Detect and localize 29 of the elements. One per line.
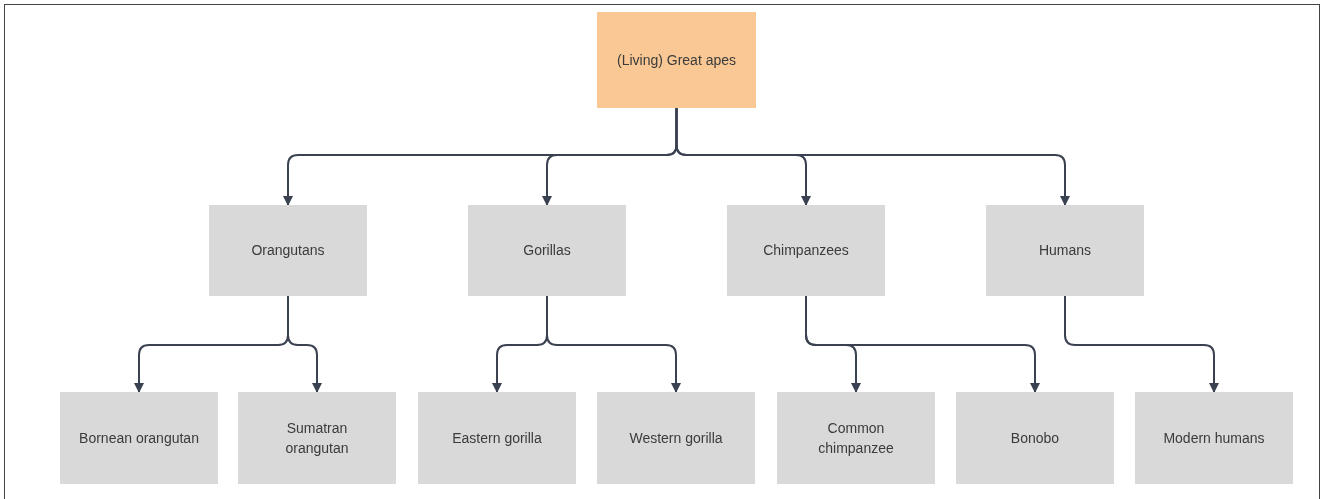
arrow xyxy=(805,295,1040,393)
box-label: Common chimpanzee xyxy=(817,418,895,458)
box-label: Bornean orangutan xyxy=(79,428,199,448)
box-label: Eastern gorilla xyxy=(452,428,542,448)
category-box xyxy=(418,392,576,484)
arrow xyxy=(546,295,681,393)
category-box xyxy=(468,205,626,296)
box-label: Bonobo xyxy=(1010,428,1060,448)
box-label: Gorillas xyxy=(523,241,571,261)
box-label: Orangutans xyxy=(251,241,325,261)
box-label: Humans xyxy=(1038,241,1092,261)
category-box xyxy=(956,392,1114,484)
box-label: Sumatran orangutan xyxy=(284,418,350,458)
arrow xyxy=(675,107,1070,206)
category-box xyxy=(986,205,1144,296)
root-box xyxy=(597,12,756,108)
category-box xyxy=(60,392,218,484)
box-label: Chimpanzees xyxy=(763,241,849,261)
arrow xyxy=(1064,295,1219,393)
box-label: Modern humans xyxy=(1163,428,1265,448)
category-box xyxy=(727,205,885,296)
category-box xyxy=(777,392,935,484)
box-label: Western gorilla xyxy=(629,428,723,448)
category-box xyxy=(597,392,755,484)
box-label: (Living) Great apes xyxy=(616,50,737,70)
arrow xyxy=(287,295,322,393)
category-box xyxy=(1135,392,1293,484)
category-box xyxy=(238,392,396,484)
category-box xyxy=(209,205,367,296)
